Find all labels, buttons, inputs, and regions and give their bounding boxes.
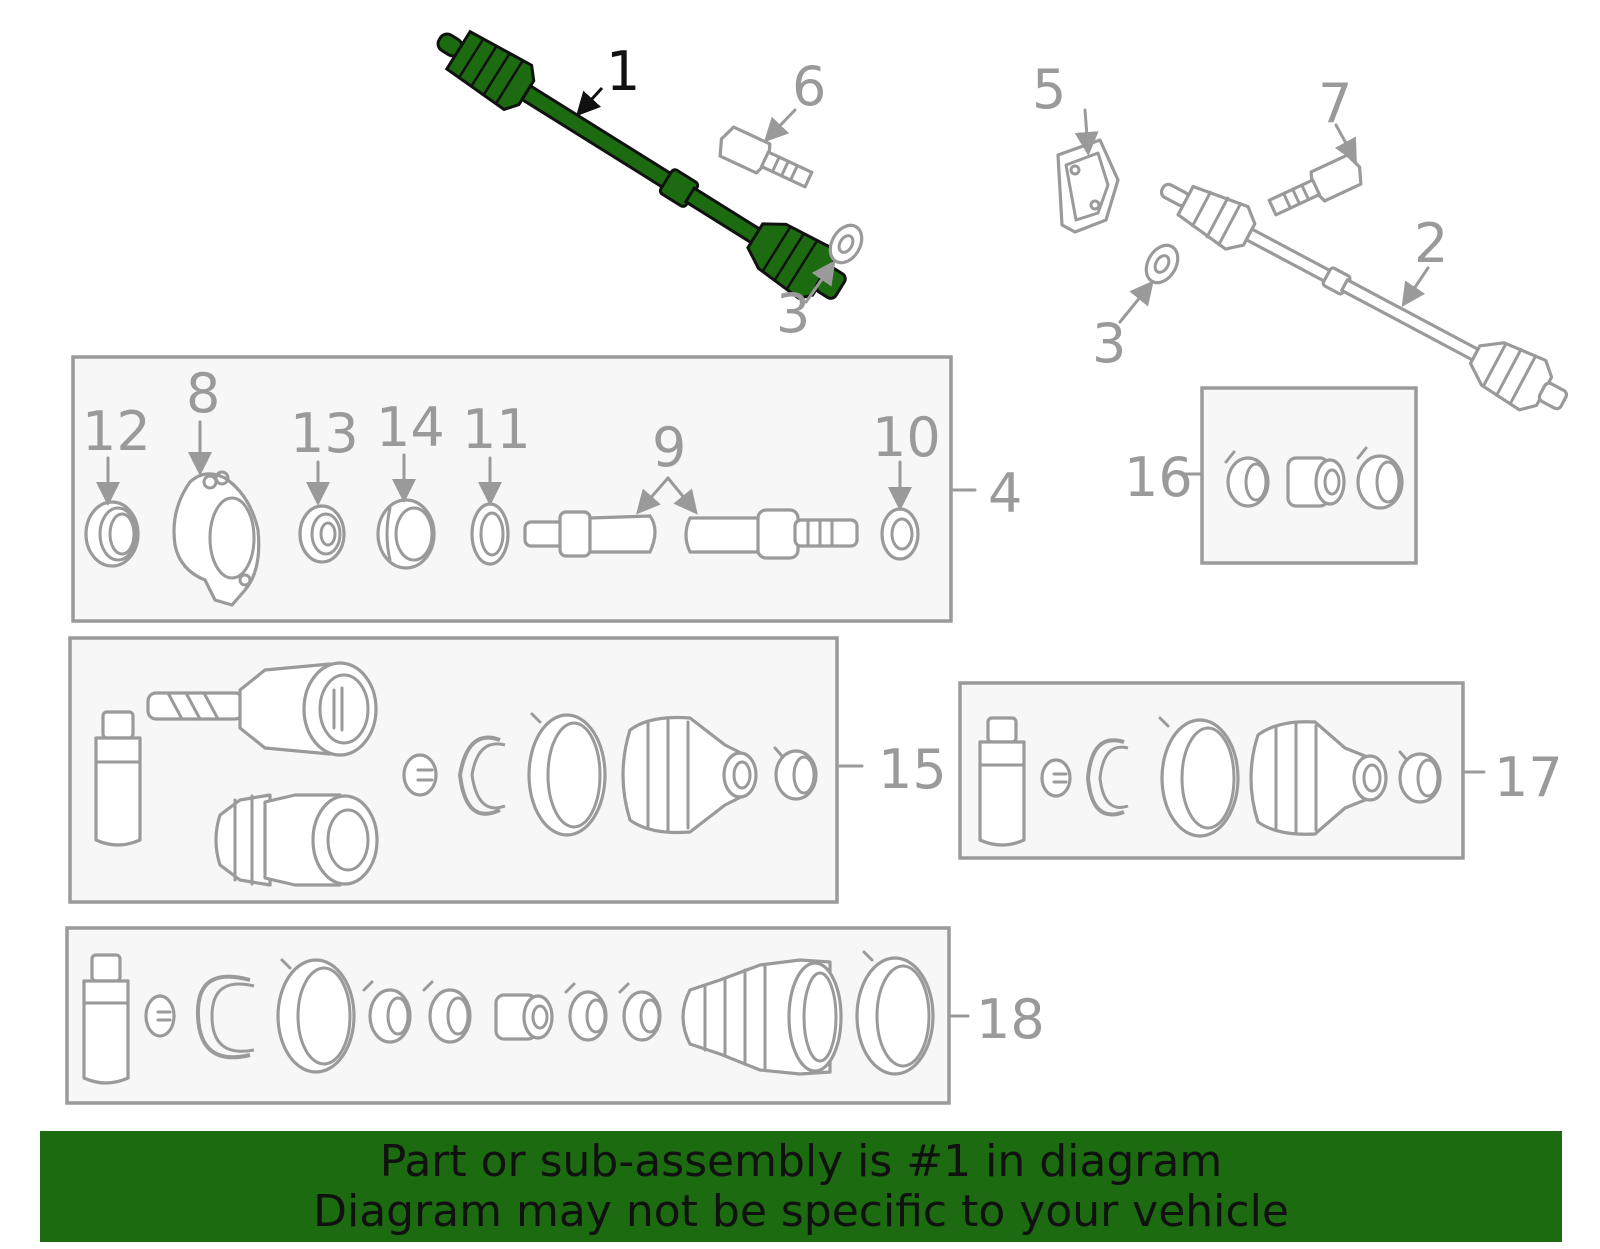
washer-part-3-left[interactable] [824,220,868,269]
callout-15: 15 [878,738,947,801]
boot-clamp-large-18-b[interactable] [855,950,935,1076]
seal-part-10[interactable] [880,507,920,561]
axle-shaft-assembly[interactable] [1149,164,1576,427]
seal-part-12[interactable] [84,500,140,568]
cv-boot-17[interactable] [1249,720,1388,836]
callout-10: 10 [872,406,941,469]
grease-tube[interactable] [94,710,142,847]
circlip[interactable] [457,735,506,816]
callout-11: 11 [462,398,531,461]
stub-shaft-part-9-left[interactable] [523,510,657,558]
seal-part-13[interactable] [298,504,346,564]
snap-ring-17[interactable] [1040,758,1072,798]
grease-tube-18[interactable] [82,953,130,1085]
snap-ring-small[interactable] [402,753,438,797]
boot-clamp-large-17[interactable] [1158,716,1240,838]
stub-shaft-part-9-right[interactable] [684,508,859,560]
kit-box-15: 15 [68,636,947,904]
kit-box-4: 4 12 8 13 [71,355,1022,623]
info-banner: Part or sub-assembly is #1 in diagram Di… [40,1131,1562,1242]
banner-line-1: Part or sub-assembly is #1 in diagram [379,1136,1223,1187]
circlip-18[interactable] [195,974,255,1060]
bolt-part-7[interactable] [1266,153,1367,223]
bearing-part-14[interactable] [376,498,436,570]
clamp-18-c[interactable] [564,982,608,1042]
clamp-18-b[interactable] [422,980,472,1044]
grease-tube-17[interactable] [978,716,1026,847]
callout-6: 6 [792,55,826,118]
outer-cv-joint[interactable] [146,661,378,757]
cv-boot-18[interactable] [681,958,843,1076]
boot-clamp-large[interactable] [527,712,607,837]
callout-7: 7 [1318,72,1352,135]
callout-1: 1 [606,40,640,103]
clamp-18-d[interactable] [618,982,662,1042]
callout-3-right: 3 [1092,312,1126,375]
circlip-17[interactable] [1085,738,1129,817]
callout-3-left: 3 [776,282,810,345]
bearing-housing-part-8[interactable] [172,470,261,607]
boot-clamp-small[interactable] [773,746,818,801]
banner-line-2: Diagram may not be specific to your vehi… [313,1186,1289,1237]
kit-box-17: 17 [958,681,1563,860]
callout-14: 14 [376,396,445,459]
clamp-part-16-a[interactable] [1224,450,1270,508]
callout-9: 9 [652,416,686,479]
callout-13: 13 [290,402,359,465]
ring-part-11[interactable] [470,502,510,566]
washer-part-3-right[interactable] [1140,240,1184,289]
clamp-part-16-b[interactable] [1356,446,1404,510]
boot-clamp-large-18-a[interactable] [276,958,356,1074]
callout-8: 8 [186,362,220,425]
callout-18: 18 [976,988,1045,1051]
callout-2: 2 [1414,212,1448,275]
inner-cv-joint[interactable] [214,793,379,887]
cv-boot[interactable] [621,715,758,835]
kit-box-16: 16 [1124,386,1418,565]
callout-12: 12 [82,400,151,463]
callout-4: 4 [988,462,1022,525]
snap-ring-18[interactable] [144,994,176,1038]
callout-5: 5 [1032,58,1066,121]
kit-box-18: 18 [65,926,1045,1105]
axle-shaft-assembly-highlighted[interactable] [424,13,856,314]
bolt-part-6[interactable] [715,125,816,195]
clamp-18-a[interactable] [362,980,412,1044]
boot-clamp-small-17[interactable] [1398,750,1442,804]
joint-part-16[interactable] [1286,456,1346,508]
bracket-part-5[interactable] [1056,138,1120,234]
callout-16: 16 [1124,446,1193,509]
callout-17: 17 [1494,746,1563,809]
joint-18[interactable] [494,993,554,1041]
